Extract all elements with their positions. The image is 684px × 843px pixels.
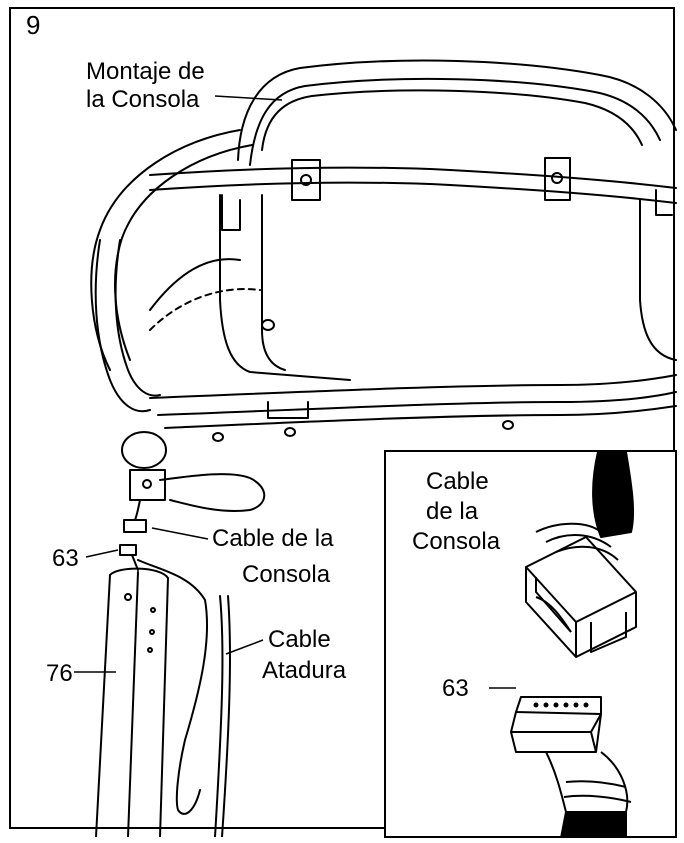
inset-label-part-63: 63	[442, 675, 469, 702]
label-console-cable-line2: Consola	[242, 561, 331, 588]
inset-label-cable-line1: Cable	[426, 468, 489, 495]
label-part-76: 76	[46, 660, 73, 687]
detail-inset: Cable de la Consola 63	[384, 450, 677, 839]
label-console-assembly-line2: la Consola	[86, 86, 200, 113]
label-console-cable-line1: Cable de la	[212, 525, 334, 552]
connector-detail-drawing	[489, 451, 637, 839]
label-part-63: 63	[52, 545, 79, 572]
label-console-assembly-line1: Montaje de	[86, 58, 205, 85]
inset-label-cable-line3: Consola	[412, 528, 501, 555]
inset-label-cable-line2: de la	[426, 498, 479, 525]
step-number: 9	[26, 10, 41, 40]
label-tie-cable-line2: Atadura	[262, 657, 347, 684]
label-tie-cable-line1: Cable	[268, 626, 331, 653]
